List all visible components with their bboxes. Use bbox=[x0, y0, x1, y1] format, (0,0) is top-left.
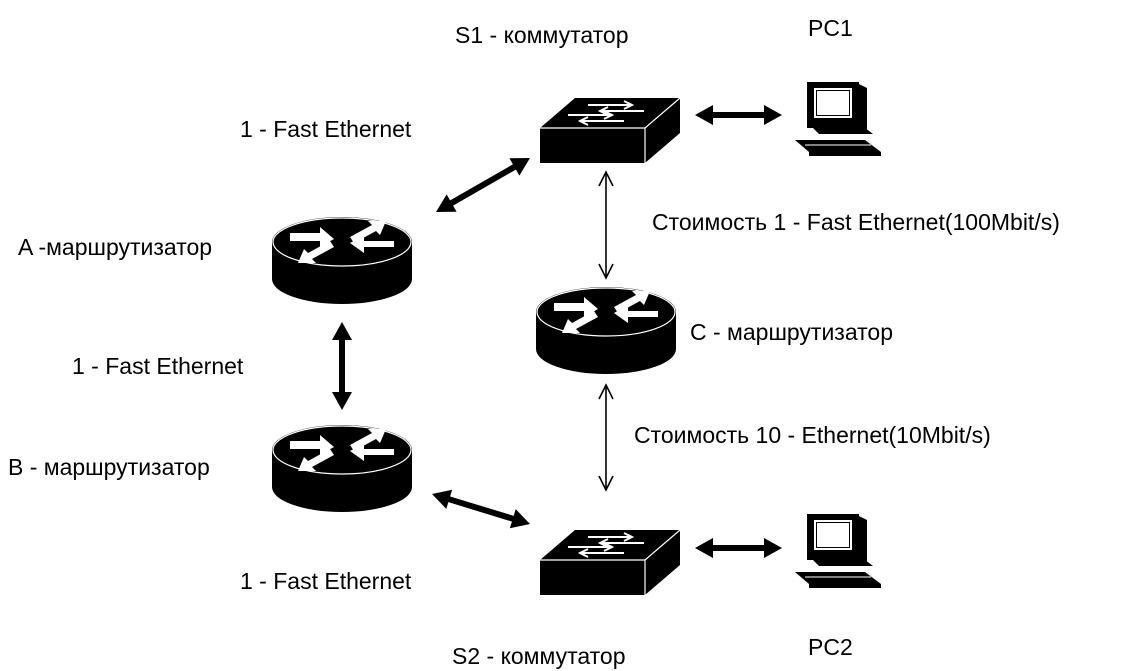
link-c-s2-arrow bbox=[598, 383, 614, 492]
router-a-icon bbox=[271, 216, 413, 305]
link-s1-pc1-arrow bbox=[695, 105, 782, 125]
router-a-label: A -маршрутизатор bbox=[18, 234, 212, 260]
pc2-label: PC2 bbox=[808, 634, 853, 660]
switch-s1-label: S1 - коммутатор bbox=[455, 22, 629, 48]
switch-s1-icon bbox=[539, 97, 681, 164]
router-b-icon bbox=[271, 424, 413, 513]
link-a-s1-label: 1 - Fast Ethernet bbox=[240, 116, 412, 142]
pc1-icon bbox=[794, 81, 882, 157]
link-c-s2-label: Стоимость 10 - Ethernet(10Mbit/s) bbox=[634, 422, 991, 448]
pc1-label: PC1 bbox=[808, 15, 853, 41]
switch-s2-label: S2 - коммутатор bbox=[452, 643, 626, 669]
switch-s2-icon bbox=[539, 529, 681, 596]
link-a-b-label: 1 - Fast Ethernet bbox=[72, 353, 244, 379]
router-c-icon bbox=[535, 286, 677, 375]
router-b-label: B - маршрутизатор bbox=[8, 454, 210, 480]
link-s1-c-arrow bbox=[598, 170, 614, 280]
connections bbox=[332, 105, 782, 558]
link-a-s1-arrow bbox=[436, 158, 530, 212]
link-a-b-arrow bbox=[332, 322, 352, 410]
link-b-s2-label: 1 - Fast Ethernet bbox=[240, 568, 412, 594]
pc2-icon bbox=[794, 513, 882, 589]
router-c-label: C - маршрутизатор bbox=[690, 319, 893, 345]
link-s2-pc2-arrow bbox=[695, 538, 782, 558]
link-s1-c-label: Стоимость 1 - Fast Ethernet(100Mbit/s) bbox=[652, 209, 1060, 235]
link-b-s2-arrow bbox=[432, 489, 530, 529]
